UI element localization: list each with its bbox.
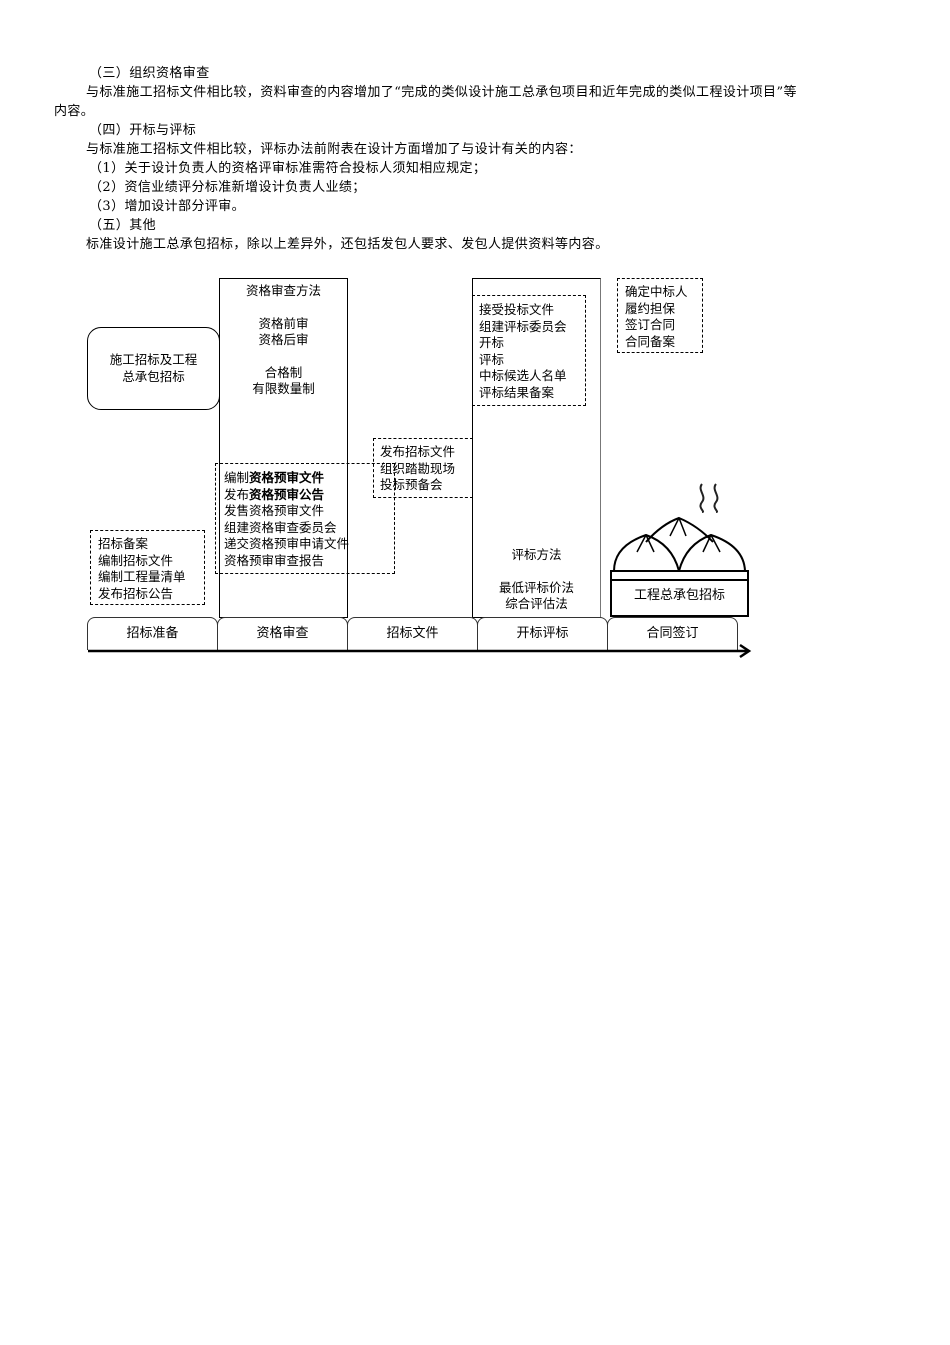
contract-step: 签订合同 (625, 317, 676, 332)
section3-paragraph-line1: 与标准施工招标文件相比较，资料审查的内容增加了“完成的类似设计施工总承包项目和近… (86, 85, 797, 100)
tender-step: 组织踏勘现场 (380, 460, 456, 476)
prequal-step-prefix: 编制 (224, 470, 250, 485)
qualification-method-title: 资格审查方法 (245, 283, 321, 298)
start-box: 施工招标及工程 总承包招标 (87, 327, 220, 410)
bid-step: 开标 (479, 335, 505, 350)
prequal-step-bold: 资格预审文件 (249, 470, 325, 485)
prep-step: 编制工程量清单 (98, 569, 186, 584)
contract-step: 确定中标人 (625, 284, 688, 299)
prequal-step: 组建资格审查委员会 (224, 519, 337, 535)
qualification-system-limited: 有限数量制 (252, 381, 315, 396)
stage-tab-tender-preparation: 招标准备 (87, 617, 218, 650)
start-box-line1: 施工招标及工程 (109, 352, 198, 367)
section5-heading: （五）其他 (89, 218, 157, 233)
stage-tab-contract-signing: 合同签订 (607, 617, 738, 650)
start-box-line2: 总承包招标 (122, 368, 185, 384)
bid-evaluation-methods: 评标方法 最低评标价法 综合评估法 (472, 547, 601, 613)
section5-paragraph: 标准设计施工总承包招标，除以上差异外，还包括发包人要求、发包人提供资料等内容。 (86, 237, 609, 252)
section4-item-1: （1）关于设计负责人的资格评审标准需符合投标人须知相应规定； (89, 161, 487, 176)
section3-heading: （三）组织资格审查 (89, 66, 210, 81)
stage-tab-tender-documents: 招标文件 (347, 617, 478, 650)
tender-step: 投标预备会 (380, 477, 443, 492)
bid-evaluation-steps-box: 接受投标文件 组建评标委员会 开标 评标 中标候选人名单 评标结果备案 (472, 295, 586, 406)
qualification-method-pre: 资格前审 (258, 315, 309, 331)
bid-method-comprehensive: 综合评估法 (505, 596, 568, 611)
bid-step: 组建评标委员会 (479, 318, 567, 334)
bid-step: 接受投标文件 (479, 302, 555, 317)
bid-step: 中标候选人名单 (479, 368, 567, 383)
bid-method-lowest-price: 最低评标价法 (498, 579, 574, 595)
prep-step: 编制招标文件 (98, 552, 174, 568)
section3-paragraph-line2: 内容。 (54, 104, 95, 119)
section4-item-3: （3）增加设计部分评审。 (89, 199, 246, 214)
illustration-label: 工程总承包招标 (633, 588, 725, 603)
prequalification-steps-box: 编制资格预审文件 发布资格预审公告 发售资格预审文件 组建资格审查委员会 递交资… (215, 463, 395, 574)
tender-step: 发布招标文件 (380, 444, 456, 459)
section4-item-2: （2）资信业绩评分标准新增设计负责人业绩； (89, 180, 366, 195)
prequal-step: 递交资格预审申请文件 (224, 536, 350, 551)
prequal-step: 发布资格预审公告 (224, 487, 394, 504)
prequal-step: 资格预审审查报告 (224, 552, 325, 568)
bid-step: 评标结果备案 (479, 384, 555, 400)
qualification-method-post: 资格后审 (258, 332, 309, 347)
prep-step: 发布招标公告 (98, 585, 174, 601)
prequal-step-prefix: 发布 (224, 486, 250, 502)
prep-step: 招标备案 (98, 536, 149, 551)
stage-tab-qualification: 资格审查 (217, 617, 348, 650)
tender-document-steps-box: 发布招标文件 组织踏勘现场 投标预备会 (373, 438, 473, 498)
stage-tab-bid-opening-evaluation: 开标评标 (477, 617, 608, 650)
prequal-step: 发售资格预审文件 (224, 503, 325, 518)
qualification-system-pass: 合格制 (264, 364, 303, 380)
tender-preparation-steps-box: 招标备案 编制招标文件 编制工程量清单 发布招标公告 (90, 530, 205, 605)
timeline-arrow (88, 643, 752, 659)
bid-step: 评标 (479, 351, 505, 367)
contract-step: 合同备案 (625, 333, 676, 349)
contract-step: 履约担保 (625, 300, 676, 316)
section4-intro: 与标准施工招标文件相比较，评标办法前附表在设计方面增加了与设计有关的内容： (86, 142, 582, 157)
bid-method-title: 评标方法 (511, 547, 562, 562)
contract-steps-box: 确定中标人 履约担保 签订合同 合同备案 (617, 278, 703, 353)
steamed-buns-illustration (610, 483, 749, 617)
section4-heading: （四）开标与评标 (89, 123, 197, 138)
prequal-step: 编制资格预审文件 (224, 470, 394, 487)
prequal-step-bold: 资格预审公告 (249, 486, 325, 502)
